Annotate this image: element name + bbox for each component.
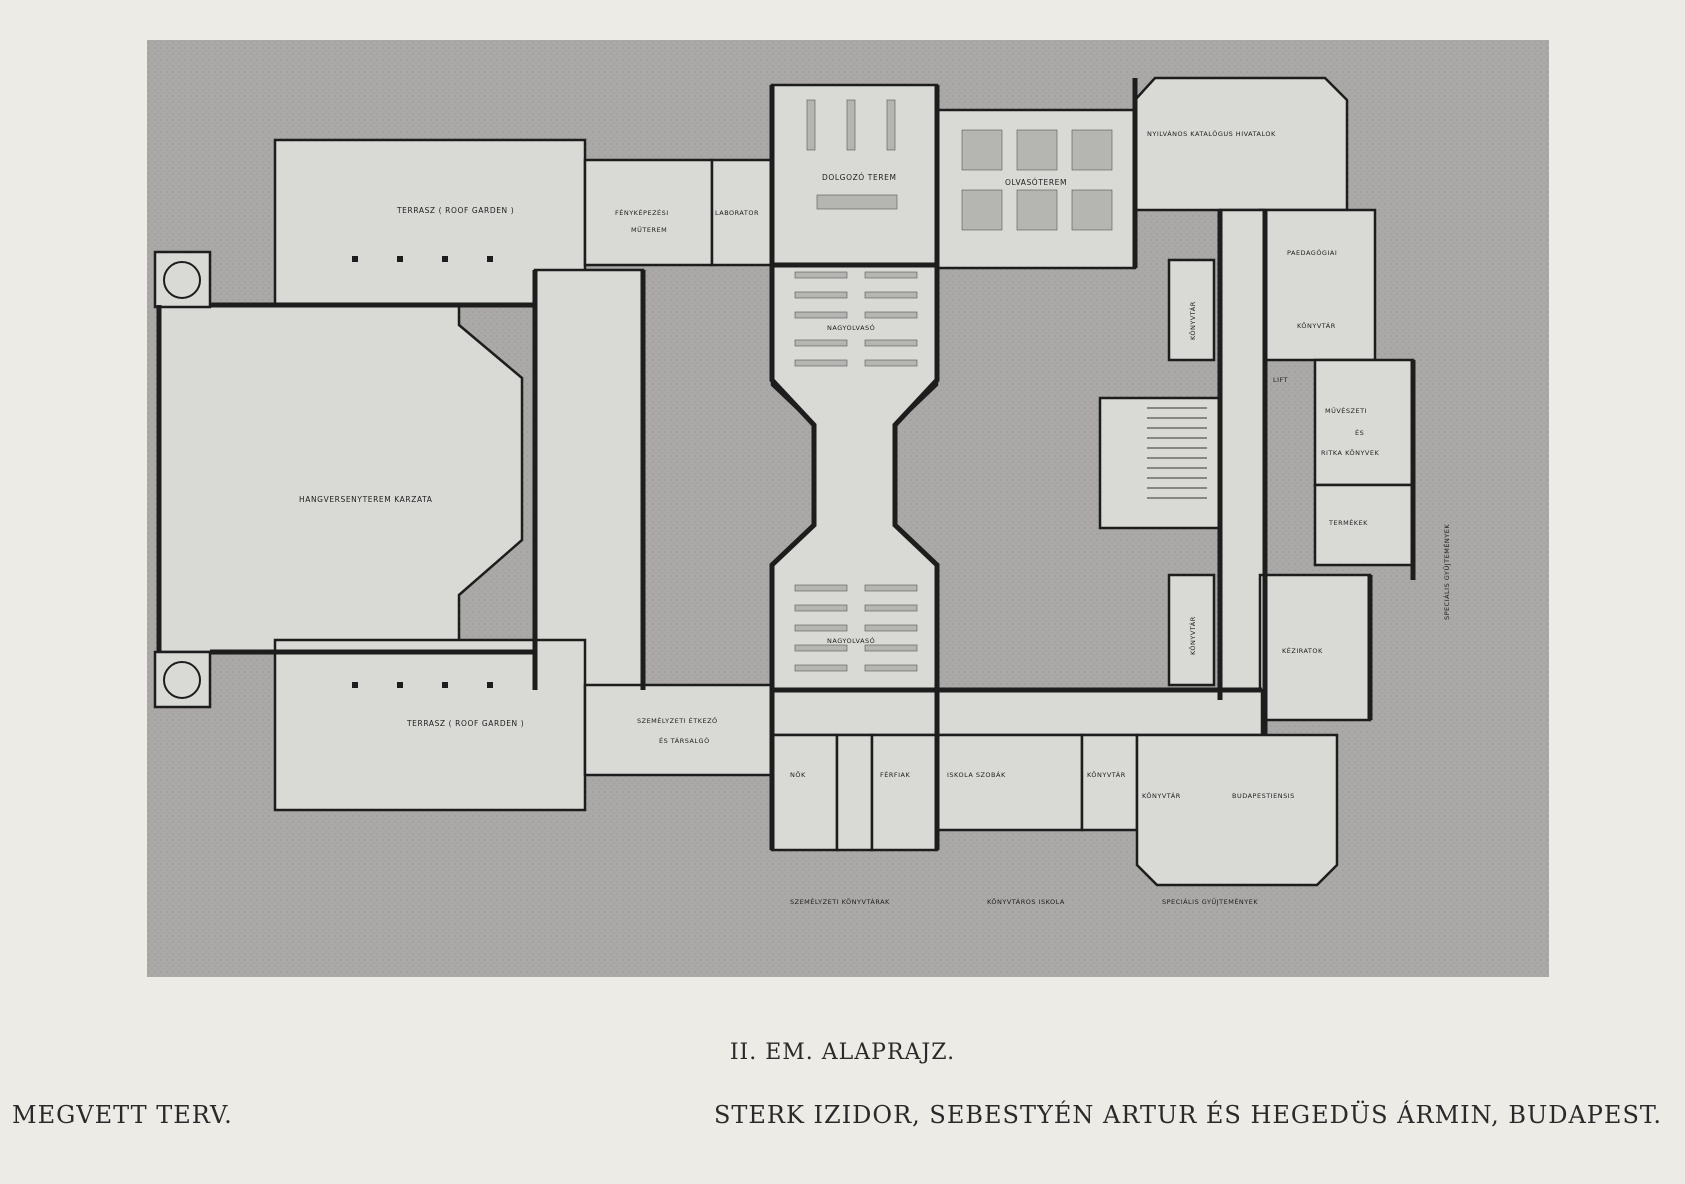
label-staff-dining-1: SZEMÉLYZETI ÉTKEZŐ (637, 716, 718, 725)
pedagogical-room (1258, 208, 1377, 362)
photo-studio (583, 158, 714, 267)
tower-top-left-circle (163, 261, 201, 299)
school-rooms (935, 733, 1084, 832)
label-stacks-2: KÖNYVTÁR (1188, 616, 1197, 655)
label-arts-2: ÉS (1355, 428, 1364, 437)
bottom-corridor (770, 688, 1264, 737)
label-large-reading-2: NAGYOLVASÓ (827, 636, 875, 645)
floor-plan: TERRASZ ( ROOF GARDEN ) FÉNYKÉPEZÉSI MŰT… (147, 40, 1549, 977)
products-room (1313, 483, 1415, 567)
manuscripts-room (1258, 573, 1372, 722)
plan-caption-title: II. EM. ALAPRAJZ. (729, 1040, 956, 1065)
structural-walls (156, 78, 1416, 850)
label-budapestiensis: BUDAPESTIENSIS (1232, 792, 1295, 800)
footer-staff-libraries: SZEMÉLYZETI KÖNYVTÁRAK (790, 897, 890, 906)
label-men: FÉRFIAK (880, 770, 910, 779)
label-photo-studio-1: FÉNYKÉPEZÉSI (615, 208, 669, 217)
label-arts-1: MŰVÉSZETI (1325, 406, 1367, 415)
label-stacks-1: KÖNYVTÁR (1188, 301, 1197, 340)
budapestiensis-room (1135, 733, 1339, 887)
laboratory-room (710, 158, 774, 267)
footer-special-collections: SPECIÁLIS GYŰJTEMÉNYEK (1162, 897, 1258, 906)
label-manuscripts: KÉZIRATOK (1282, 646, 1323, 655)
label-women: NŐK (790, 770, 806, 779)
reading-desks (794, 99, 1113, 672)
terrace-pillars (352, 256, 493, 688)
toilets (835, 733, 874, 852)
arts-room (1313, 358, 1415, 487)
label-arts-3: RITKA KÖNYVEK (1321, 448, 1379, 457)
label-reading-room-top: OLVASÓTEREM (1005, 178, 1067, 187)
plan-caption-architects: STERK IZIDOR, SEBESTYÉN ARTUR ÉS HEGEDÜS… (713, 1101, 1662, 1129)
label-work-room: DOLGOZÓ TEREM (822, 173, 897, 182)
stair-core (1098, 396, 1222, 530)
staircase (1147, 407, 1207, 499)
label-lift: LIFT (1273, 376, 1288, 384)
right-corridor (1218, 208, 1267, 702)
label-special-collections-side: SPECIÁLIS GYŰJTEMÉNYEK (1442, 524, 1451, 620)
stacks-lower (1167, 573, 1216, 687)
floor-plan-drawing: TERRASZ ( ROOF GARDEN ) FÉNYKÉPEZÉSI MŰT… (147, 40, 1549, 977)
stacks-upper (1167, 258, 1216, 362)
label-book-store-2: KÖNYVTÁR (1142, 791, 1181, 800)
women-room (770, 733, 839, 852)
label-pedagogical: PAEDAGÓGIAI (1287, 248, 1337, 257)
label-staff-dining-2: ÉS TÁRSALGÓ (659, 736, 710, 745)
floor-areas (153, 76, 1415, 887)
store-room (1080, 733, 1139, 832)
catalogue-room (1133, 76, 1349, 212)
label-public-catalogue: NYILVÁNOS KATALÓGUS HIVATALOK (1147, 129, 1276, 138)
label-hall-stage: HANGVERSENYTEREM KARZATA (299, 495, 433, 504)
label-book-store-1: KÖNYVTÁR (1087, 770, 1126, 779)
label-library: KÖNYVTÁR (1297, 321, 1336, 330)
footer-librarian-school: KÖNYVTÁROS ISKOLA (987, 897, 1065, 906)
men-room (870, 733, 939, 852)
label-photo-studio-2: MŰTEREM (631, 225, 667, 234)
label-terrace-top: TERRASZ ( ROOF GARDEN ) (396, 206, 514, 215)
label-terrace-bottom: TERRASZ ( ROOF GARDEN ) (406, 719, 524, 728)
label-laboratory: LABORATOR (715, 209, 759, 217)
left-corridor (533, 268, 645, 692)
staff-dining (583, 683, 774, 777)
label-school-rooms: ISKOLA SZOBÁK (947, 770, 1006, 779)
plan-caption-status: MEGVETT TERV. (12, 1101, 233, 1129)
label-products: TERMÉKEK (1328, 518, 1368, 527)
tower-bottom-left-circle (163, 661, 201, 699)
label-large-reading-1: NAGYOLVASÓ (827, 323, 875, 332)
